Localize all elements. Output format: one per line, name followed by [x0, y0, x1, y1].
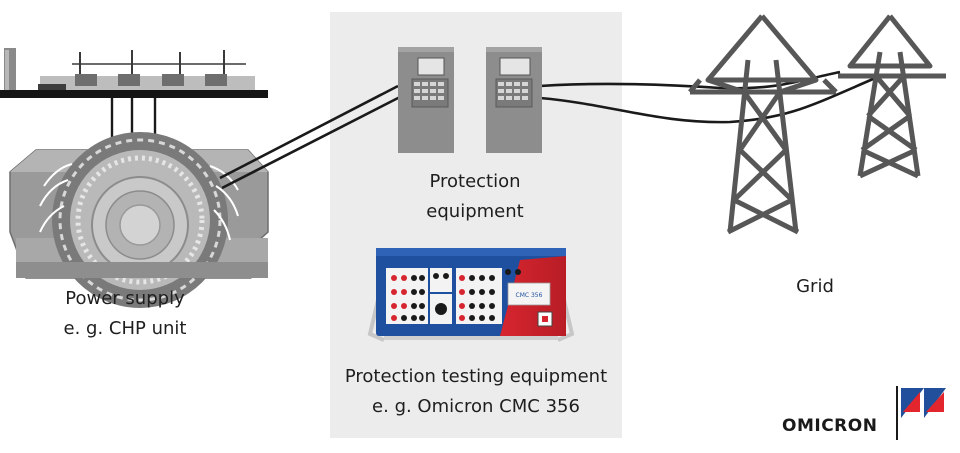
cmc-label-plate: [507, 282, 551, 306]
protection-equipment-title: Protection: [429, 171, 521, 192]
busbar-structure: [72, 50, 246, 78]
power-supply-title: Power supply: [65, 288, 185, 309]
cmc-handle-left: [367, 299, 385, 342]
cmc-model-label: CMC 356: [516, 292, 543, 299]
testing-equipment-title: Protection testing equipment: [344, 366, 608, 387]
protection-relay-2: [486, 47, 542, 153]
transmission-tower-front: [688, 14, 838, 235]
protection-equipment-subtitle: equipment: [426, 201, 524, 222]
transmission-tower-back: [838, 14, 946, 179]
protection-relay-1: [398, 47, 454, 153]
cmc-test-device: CMC 356: [367, 248, 575, 342]
cmc-handle-right: [557, 299, 575, 342]
cmc-socket-grid: [391, 269, 521, 321]
power-supply-example: e. g. CHP unit: [63, 318, 187, 339]
omicron-logo-mark: [896, 386, 946, 440]
generator-illustration: [0, 48, 269, 308]
relay-1-display: [417, 57, 445, 76]
testing-panel-background: [330, 12, 622, 438]
grid-title: Grid: [796, 276, 834, 297]
grid-label: Grid: [770, 272, 860, 302]
testing-equipment-example: e. g. Omicron CMC 356: [372, 396, 580, 417]
omicron-logo-text: OMICRON: [782, 416, 878, 436]
power-supply-label: Power supply e. g. CHP unit: [40, 284, 210, 344]
relay-2-display: [499, 57, 531, 76]
generator-platform: [0, 90, 268, 98]
cable-generator-to-relay: [219, 84, 401, 190]
protection-equipment-label: Protection equipment: [390, 167, 560, 227]
testing-equipment-label: Protection testing equipment e. g. Omicr…: [330, 362, 622, 422]
